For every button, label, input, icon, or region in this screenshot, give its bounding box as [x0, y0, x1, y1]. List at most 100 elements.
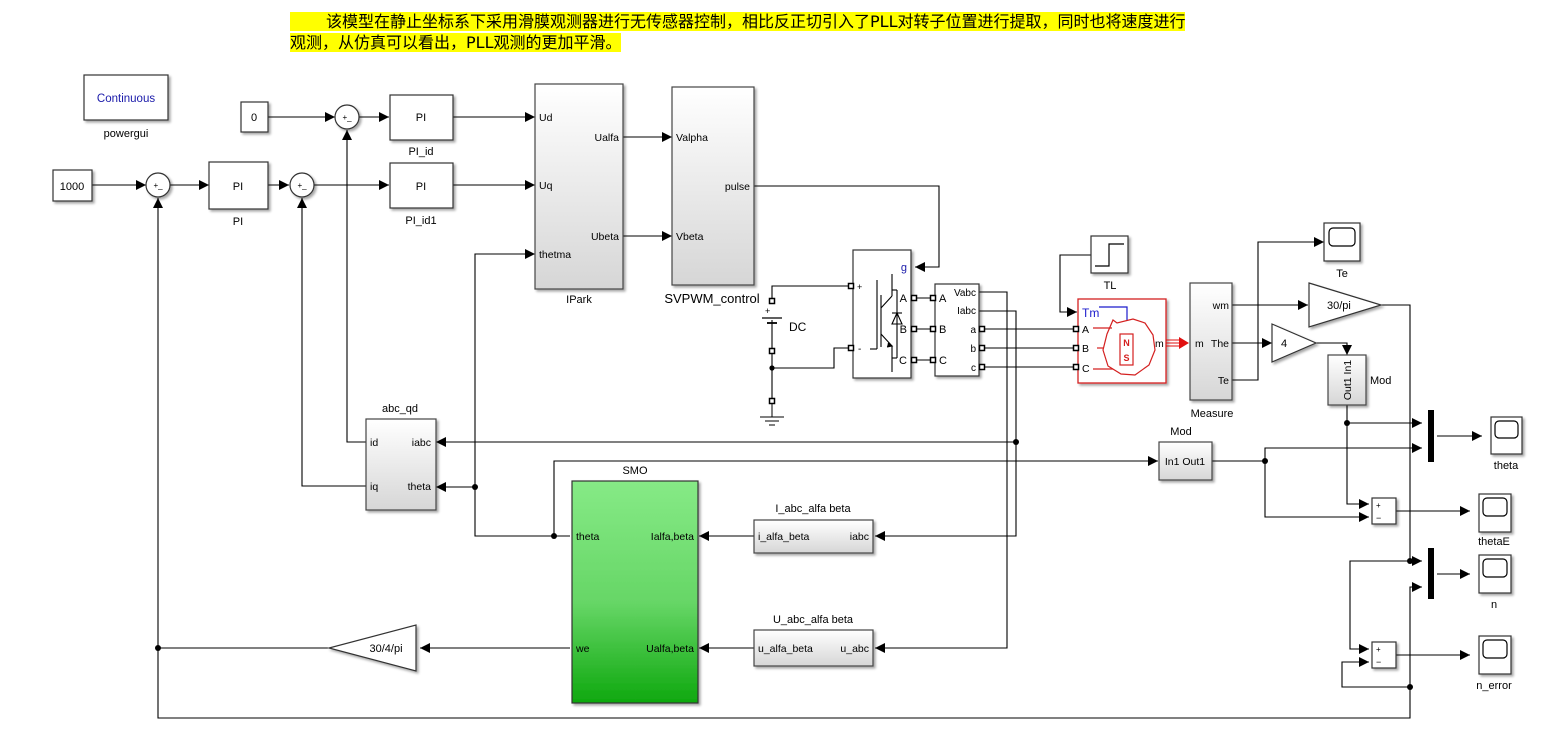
dc-source[interactable]: + DC: [762, 297, 807, 405]
gain-pole-pairs[interactable]: 4: [1271, 323, 1318, 363]
wire-modout-to-mux[interactable]: [1264, 443, 1422, 461]
wire-vabc-to-uclarke[interactable]: [875, 291, 1008, 653]
iclarke-port-in: iabc: [850, 531, 869, 543]
abc-qd-block[interactable]: id iq iabc theta abc_qd: [365, 403, 437, 511]
sum-iq-error[interactable]: +_: [289, 172, 315, 198]
wire-tl-to-tm[interactable]: [1059, 254, 1098, 317]
smo-port-we: we: [575, 643, 590, 655]
wire-est-to-sub-minus[interactable]: [1341, 657, 1410, 688]
sub-plus: +: [1376, 501, 1381, 510]
pmsm-port-c: C: [1082, 363, 1090, 375]
measure-block[interactable]: m wm The Te Measure: [1189, 282, 1233, 420]
pi-id-block[interactable]: PI PI_id: [389, 94, 454, 158]
sum-speed-error[interactable]: +_: [145, 172, 171, 198]
wire-rpm-to-sub-n[interactable]: [1349, 560, 1410, 654]
pi-iq-block[interactable]: PI PI_id1: [389, 162, 454, 227]
pmsm-block[interactable]: Tm N S A B C m: [1072, 298, 1167, 384]
ipark-block[interactable]: Ud Uq thetma Ualfa Ubeta IPark: [534, 83, 624, 306]
subtract-speed-block[interactable]: + −: [1371, 641, 1397, 669]
wire-iabc-to-iclarke[interactable]: [875, 310, 1017, 541]
measurement-bus[interactable]: [1166, 337, 1189, 349]
mux-theta[interactable]: [1428, 410, 1434, 462]
junction-dot: [1262, 458, 1268, 464]
gain-we-to-rpm[interactable]: 30/4/pi: [326, 624, 417, 672]
smo-port-theta: theta: [576, 531, 600, 543]
scope-thetaE[interactable]: thetaE: [1478, 493, 1512, 548]
wire-theta-to-mod[interactable]: [553, 456, 1158, 536]
powergui-block[interactable]: Continuous powergui: [83, 74, 169, 140]
port-square: [768, 297, 776, 305]
u-clarke-block[interactable]: u_alfa_beta u_abc U_abc_alfa beta: [753, 614, 874, 667]
scope-n-error[interactable]: n_error: [1476, 635, 1512, 692]
scope-screen-icon: [1494, 420, 1519, 439]
inverter-block[interactable]: + - g A B C: [847, 249, 918, 379]
vi-measurement-block[interactable]: A B C Vabc Iabc a b c: [929, 283, 986, 377]
scope-n[interactable]: n: [1478, 554, 1512, 611]
i-clarke-block[interactable]: i_alfa_beta iabc I_abc_alfa beta: [753, 503, 874, 554]
wire-dc-minus[interactable]: [772, 347, 851, 369]
pi-iq-label: PI_id1: [405, 215, 436, 227]
junction-dot: [1013, 439, 1019, 445]
wire-te-to-scope[interactable]: [1232, 237, 1324, 381]
pmsm-port-m: m: [1155, 338, 1164, 350]
mod-block-measured[interactable]: Out1 In1 Mod: [1327, 354, 1391, 406]
wire-id-feedback[interactable]: [342, 130, 366, 443]
inverter-port-c: C: [899, 355, 907, 367]
pmsm-port-a: A: [1082, 324, 1089, 336]
step-icon: [1095, 243, 1124, 267]
model-annotation: 该模型在静止坐标系下采用滑膜观测器进行无传感器控制，相比反正切引入了PLL对转子…: [290, 11, 1220, 53]
scope-te[interactable]: Te: [1323, 222, 1361, 280]
pi-id-label: PI_id: [408, 146, 433, 158]
wire-theta-to-abcqd[interactable]: [436, 482, 570, 537]
mod-measured-label: Mod: [1370, 375, 1391, 387]
gain-pp-value: 4: [1281, 338, 1287, 350]
id-reference-constant[interactable]: 0: [240, 101, 269, 133]
mux-n[interactable]: [1428, 548, 1434, 599]
pi-speed-block[interactable]: PI PI: [208, 161, 269, 228]
abcqd-port-theta: theta: [408, 481, 432, 493]
scope-screen-icon: [1328, 227, 1356, 247]
wire-mod-to-mux-theta[interactable]: [1346, 405, 1422, 428]
wire-bottom-return[interactable]: [157, 648, 1411, 719]
scope-theta[interactable]: theta: [1490, 416, 1523, 472]
mod-block-estimated[interactable]: In1 Out1 Mod: [1158, 426, 1213, 481]
wire-mod-to-sub-plus[interactable]: [1346, 423, 1369, 509]
wire-gain4-to-mod[interactable]: [1316, 342, 1352, 355]
vi-port-iabc: Iabc: [957, 306, 976, 317]
vi-port-b: B: [939, 324, 946, 336]
sum-signs: +_: [297, 181, 307, 190]
pi-iq-content: PI: [416, 181, 426, 193]
iclarke-label: I_abc_alfa beta: [775, 503, 851, 515]
pmsm-north: N: [1123, 338, 1130, 348]
abcqd-port-iq: iq: [370, 481, 378, 493]
speed-reference-constant[interactable]: 1000: [52, 169, 93, 202]
wire-iq-feedback[interactable]: [297, 198, 366, 487]
load-torque-step-block[interactable]: TL: [1090, 235, 1129, 292]
wire-rpm-to-mux-n[interactable]: [1381, 304, 1422, 566]
wire-pulse-to-gate[interactable]: [754, 185, 940, 272]
wire-dc-plus[interactable]: [771, 285, 851, 288]
vi-port-a-out: a: [970, 325, 976, 336]
port-square: [847, 344, 855, 352]
ipark-port-ud: Ud: [539, 112, 553, 124]
gain-rpm[interactable]: 30/pi: [1308, 282, 1384, 328]
smo-block[interactable]: theta we Ialfa,beta Ualfa,beta SMO: [571, 465, 699, 704]
vi-port-c-out: c: [971, 363, 976, 374]
scope-screen-icon: [1482, 497, 1508, 517]
pi-speed-content: PI: [233, 181, 243, 193]
subtract-theta-block[interactable]: + −: [1371, 497, 1397, 525]
wire-est-to-mux-n[interactable]: [1409, 582, 1422, 688]
signal-wires: [92, 112, 1482, 719]
junction-dot: [472, 484, 478, 490]
wire-theta-to-thetma[interactable]: [474, 249, 535, 487]
svpwm-port-valpha: Valpha: [676, 132, 708, 144]
tl-label: TL: [1104, 280, 1117, 292]
inverter-port-b: B: [900, 324, 907, 336]
junction-dot: [769, 365, 775, 371]
port-square: [978, 325, 986, 333]
wire-modout-to-sub-minus[interactable]: [1264, 461, 1369, 522]
sum-id-error[interactable]: +_: [334, 104, 360, 130]
svpwm-block[interactable]: Valpha Vbeta pulse SVPWM_control: [664, 86, 760, 306]
smo-label: SMO: [622, 465, 648, 477]
